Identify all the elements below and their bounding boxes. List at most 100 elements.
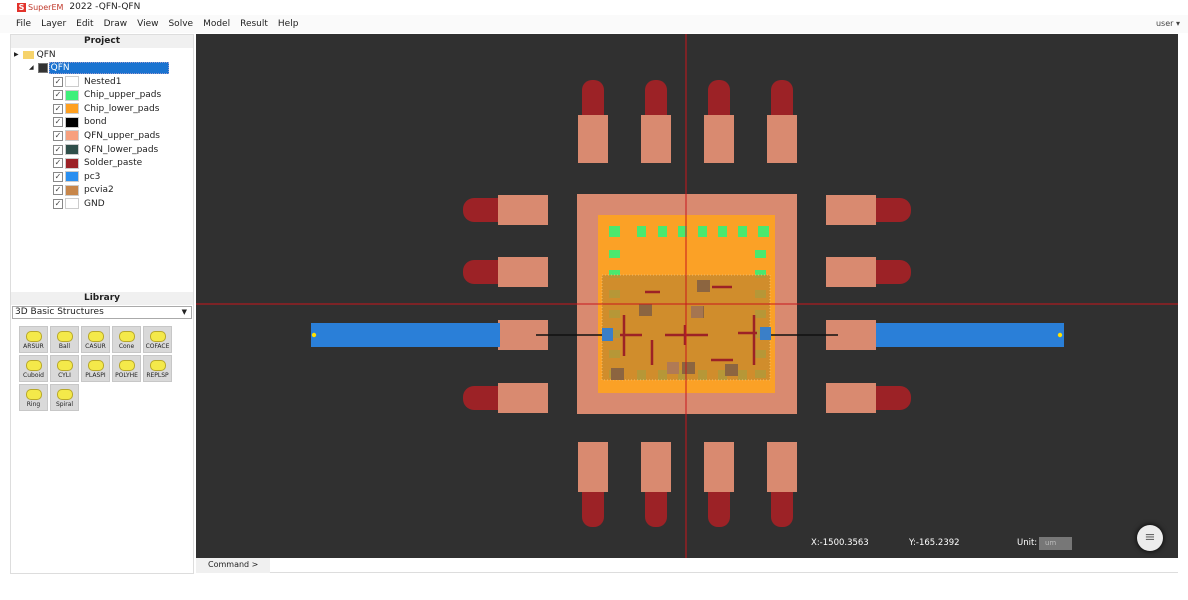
chip-upper-pad bbox=[609, 250, 620, 258]
qfn-pad bbox=[498, 257, 548, 287]
layer-checkbox[interactable]: ✓ bbox=[53, 130, 63, 141]
qfn-pad bbox=[578, 442, 608, 492]
chip-upper-pad bbox=[658, 226, 667, 237]
tree-root[interactable]: ▶ QFN bbox=[14, 48, 56, 61]
library-item-casur[interactable]: CASUR bbox=[81, 326, 110, 353]
qfn-pad bbox=[826, 383, 876, 413]
library-header: Library bbox=[11, 292, 193, 305]
layer-name: Nested1 bbox=[84, 76, 122, 87]
layer-item[interactable]: ✓Solder_paste bbox=[53, 157, 142, 170]
library-item-spiral[interactable]: Spiral bbox=[50, 384, 79, 411]
library-item-cone[interactable]: Cone bbox=[112, 326, 141, 353]
layer-item[interactable]: ✓Chip_lower_pads bbox=[53, 102, 159, 115]
layer-item[interactable]: ✓ QFN_upper_pads bbox=[53, 129, 160, 142]
layer-color-swatch[interactable] bbox=[65, 89, 79, 101]
chip-port-right bbox=[760, 327, 771, 340]
menu-edit[interactable]: Edit bbox=[76, 19, 94, 29]
menu-result[interactable]: Result bbox=[240, 19, 268, 29]
library-item-coface[interactable]: COFACE bbox=[143, 326, 172, 353]
library-select[interactable]: 3D Basic Structures▼ bbox=[12, 306, 192, 319]
qfn-pad bbox=[767, 115, 797, 163]
tree-model[interactable]: ◢ QFN bbox=[29, 61, 169, 74]
expand-icon[interactable]: ▶ bbox=[14, 51, 19, 58]
circuit-traces bbox=[620, 285, 757, 365]
layer-color-swatch[interactable] bbox=[65, 157, 79, 169]
layer-name: Chip_upper_pads bbox=[84, 90, 162, 101]
cone-shape-icon bbox=[118, 331, 135, 342]
library-item-arsur[interactable]: ARSUR bbox=[19, 326, 48, 353]
library-item-replsp[interactable]: REPLSP bbox=[143, 355, 172, 382]
layer-checkbox[interactable]: ✓ bbox=[53, 103, 63, 114]
library-item-ball[interactable]: Ball bbox=[50, 326, 79, 353]
layer-checkbox[interactable]: ✓ bbox=[53, 76, 63, 87]
arsur-shape-icon bbox=[25, 331, 42, 342]
qfn-layout[interactable] bbox=[196, 34, 1178, 558]
user-menu[interactable]: user ▾ bbox=[1155, 19, 1180, 28]
menu-model[interactable]: Model bbox=[203, 19, 231, 29]
library-item-ring[interactable]: Ring bbox=[19, 384, 48, 411]
layer-item[interactable]: ✓QFN_lower_pads bbox=[53, 143, 158, 156]
polyhe-shape-icon bbox=[118, 360, 135, 371]
layer-item[interactable]: ✓ Chip_upper_pads bbox=[53, 89, 161, 102]
layer-color-swatch[interactable] bbox=[65, 116, 79, 128]
unit-field[interactable]: um bbox=[1039, 537, 1072, 550]
menu-layer[interactable]: Layer bbox=[41, 19, 67, 29]
layer-name: pcvia2 bbox=[84, 185, 114, 196]
chip-upper-pad bbox=[755, 270, 766, 278]
chip-upper-pad bbox=[718, 226, 727, 237]
layer-checkbox[interactable]: ✓ bbox=[53, 185, 63, 196]
library-item-label: POLYHE bbox=[115, 372, 138, 379]
menu-bar: File Layer Edit Draw View Solve Model Re… bbox=[0, 15, 1188, 33]
menu-help[interactable]: Help bbox=[277, 19, 299, 29]
layout-canvas[interactable] bbox=[196, 34, 1178, 558]
chevron-down-icon: ▼ bbox=[181, 308, 187, 316]
qfn-pad bbox=[578, 115, 608, 163]
qfn-pad bbox=[641, 442, 671, 492]
layer-color-swatch[interactable] bbox=[65, 103, 79, 115]
hamburger-menu-icon[interactable]: ≡ bbox=[1137, 525, 1163, 551]
chip-upper-pad bbox=[738, 226, 747, 237]
layer-name: QFN_upper_pads bbox=[84, 130, 160, 141]
library-item-polyhe[interactable]: POLYHE bbox=[112, 355, 141, 382]
menu-file[interactable]: File bbox=[16, 19, 32, 29]
collapse-icon[interactable]: ◢ bbox=[29, 64, 34, 71]
layer-item[interactable]: ✓ Nested1 bbox=[53, 75, 121, 88]
library-item-cyli[interactable]: CYLI bbox=[50, 355, 79, 382]
layer-color-swatch[interactable] bbox=[65, 184, 79, 196]
chip-port-left bbox=[602, 328, 613, 341]
qfn-pad bbox=[498, 195, 548, 225]
cuboid-shape-icon bbox=[25, 360, 42, 371]
qfn-pad bbox=[826, 195, 876, 225]
layer-color-swatch[interactable] bbox=[65, 144, 79, 155]
library-item-cuboid[interactable]: Cuboid bbox=[19, 355, 48, 382]
left-port-marker bbox=[311, 332, 317, 338]
qfn-pad bbox=[498, 383, 548, 413]
layer-item[interactable]: ✓bond bbox=[53, 116, 107, 129]
layer-color-swatch[interactable] bbox=[65, 171, 79, 183]
chip-upper-pad bbox=[678, 226, 687, 237]
layer-checkbox[interactable]: ✓ bbox=[53, 171, 63, 182]
layer-item[interactable]: ✓ pcvia2 bbox=[53, 184, 114, 197]
layer-item[interactable]: ✓ pc3 bbox=[53, 170, 100, 183]
layer-item[interactable]: ✓GND bbox=[53, 197, 105, 210]
brand: SuperEM bbox=[28, 2, 64, 12]
layer-checkbox[interactable]: ✓ bbox=[53, 90, 63, 101]
chip-upper-pad bbox=[609, 226, 620, 237]
qfn-pad bbox=[826, 257, 876, 287]
unit-label: Unit: bbox=[1017, 538, 1038, 548]
layer-checkbox[interactable]: ✓ bbox=[53, 158, 63, 169]
layer-color-swatch[interactable] bbox=[65, 130, 79, 142]
menu-view[interactable]: View bbox=[137, 19, 159, 29]
layer-color-swatch[interactable] bbox=[65, 198, 79, 210]
layer-checkbox[interactable]: ✓ bbox=[53, 144, 63, 155]
layer-checkbox[interactable]: ✓ bbox=[53, 117, 63, 128]
menu-draw[interactable]: Draw bbox=[103, 19, 128, 29]
tree-model-label: QFN bbox=[48, 61, 169, 74]
library-item-plaspi[interactable]: PLASPI bbox=[81, 355, 110, 382]
command-bar[interactable]: Command > bbox=[196, 558, 1178, 573]
layer-checkbox[interactable]: ✓ bbox=[53, 198, 63, 209]
plaspi-shape-icon bbox=[87, 360, 104, 371]
menu-solve[interactable]: Solve bbox=[168, 19, 194, 29]
layer-color-swatch[interactable] bbox=[65, 76, 79, 87]
layer-name: pc3 bbox=[84, 171, 101, 182]
